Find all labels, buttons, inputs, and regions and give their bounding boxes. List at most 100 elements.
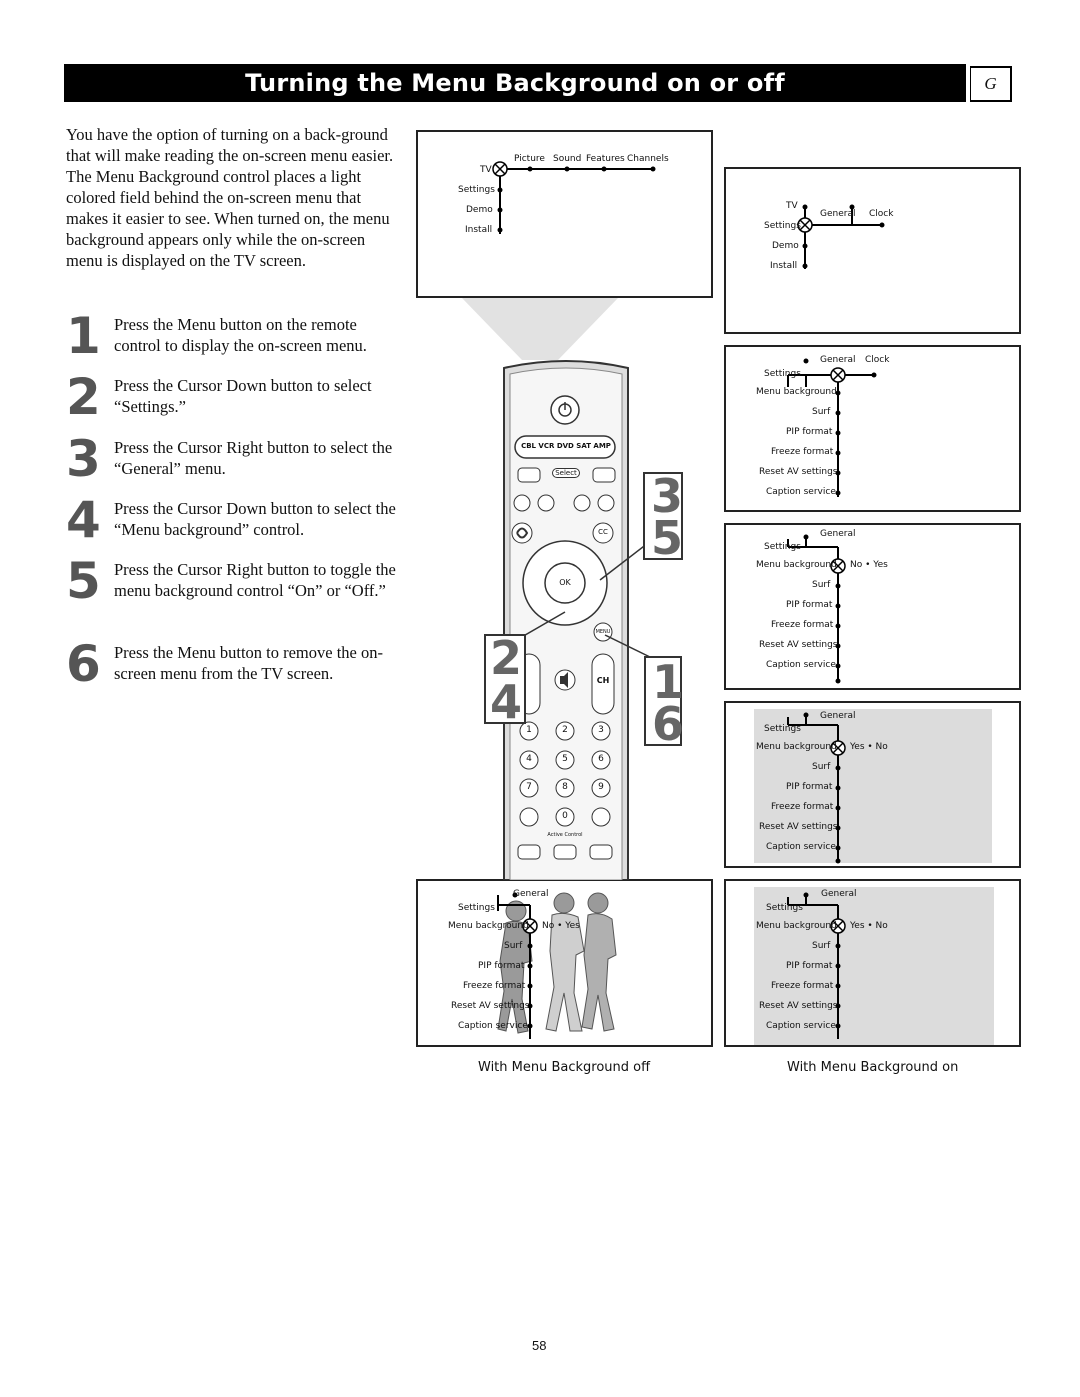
- ok-button[interactable]: OK: [559, 578, 571, 587]
- digit-3-button[interactable]: 3: [598, 725, 604, 735]
- menu-label: General: [820, 355, 856, 365]
- digit-2-button[interactable]: 2: [562, 725, 568, 735]
- projection-wedge: [462, 298, 618, 360]
- digit-6-button[interactable]: 6: [598, 754, 604, 764]
- menu-label: Sound: [553, 154, 582, 164]
- menu-label: Surf: [812, 762, 831, 772]
- menu-label: Reset AV settings: [759, 822, 838, 832]
- toggle-value: Yes • No: [850, 742, 888, 752]
- page-number: 58: [532, 1338, 547, 1353]
- menu-label: General: [820, 529, 856, 539]
- menu-background-field: [754, 709, 992, 863]
- callout-2-4-box: [484, 634, 526, 724]
- menu-label: Menu background: [756, 560, 837, 570]
- callout-1-6-box: [644, 656, 682, 746]
- menu-label: PIP format: [786, 600, 833, 610]
- menu-label: Caption service: [766, 487, 836, 497]
- menu-label: General: [513, 889, 549, 899]
- background-off-example-screen: General Settings Menu background No • Ye…: [416, 879, 713, 1047]
- digit-9-button[interactable]: 9: [598, 782, 604, 792]
- active-control-label: Active Control: [547, 832, 583, 838]
- menu-label: Surf: [812, 407, 831, 417]
- menu-label: PIP format: [786, 782, 833, 792]
- menu-tree-lines: [787, 358, 877, 497]
- menu-tree-lines: [787, 534, 846, 684]
- caption-background-on: With Menu Background on: [787, 1060, 959, 1075]
- digit-0-button[interactable]: 0: [562, 811, 568, 821]
- menu-label: Surf: [812, 580, 831, 590]
- menu-label: Features: [586, 154, 625, 164]
- step-text: Press the Cursor Down button to select “…: [114, 376, 372, 416]
- digit-5-button[interactable]: 5: [562, 754, 568, 764]
- callout-number: 6: [652, 697, 685, 751]
- menu-label: Settings: [764, 724, 801, 734]
- menu-label: Freeze format: [771, 981, 834, 991]
- menu-label: Caption service: [766, 842, 836, 852]
- menu-label: Surf: [504, 941, 523, 951]
- step-number: 1: [66, 307, 101, 365]
- menu-background-on-screen: General Settings Menu background Yes • N…: [724, 701, 1021, 868]
- menu-label: General: [820, 209, 856, 219]
- step-number: 2: [66, 368, 101, 426]
- menu-label: Menu background: [756, 742, 837, 752]
- step-text: Press the Cursor Right button to select …: [114, 438, 393, 478]
- source-buttons[interactable]: CBL VCR DVD SAT AMP: [521, 442, 611, 450]
- menu-label: Channels: [627, 154, 669, 164]
- menu-background-off-screen: General Settings Menu background No • Ye…: [724, 523, 1021, 690]
- step-text: Press the Cursor Right button to toggle …: [114, 560, 396, 600]
- menu-tree-lines: [497, 892, 538, 1039]
- menu-label: PIP format: [786, 427, 833, 437]
- callout-number: 2: [490, 631, 523, 685]
- callout-number: 5: [651, 511, 684, 565]
- menu-label: Settings: [764, 221, 801, 231]
- digit-4-button[interactable]: 4: [526, 754, 532, 764]
- menu-label: Freeze format: [771, 802, 834, 812]
- digit-1-button[interactable]: 1: [526, 725, 532, 735]
- menu-label: Caption service: [458, 1021, 528, 1031]
- channel-rocker-label[interactable]: CH: [596, 676, 610, 685]
- menu-label: Reset AV settings: [759, 1001, 838, 1011]
- intro-paragraph: You have the option of turning on a back…: [66, 125, 394, 270]
- settings-list-screen: General Clock Settings Menu background S…: [724, 345, 1021, 512]
- menu-label: Menu background: [448, 921, 529, 931]
- menu-label: Settings: [458, 185, 495, 195]
- menu-label: Reset AV settings: [451, 1001, 530, 1011]
- menu-label: Menu background: [756, 921, 837, 931]
- menu-label: Caption service: [766, 1021, 836, 1031]
- menu-tree-lines: [787, 892, 846, 1039]
- menu-label: Settings: [764, 369, 801, 379]
- menu-label: Freeze format: [463, 981, 526, 991]
- menu-label: TV: [786, 201, 798, 211]
- toggle-value: Yes • No: [850, 921, 888, 931]
- remote-body: [503, 360, 629, 880]
- menu-label: PIP format: [786, 961, 833, 971]
- callout-number: 1: [652, 655, 685, 709]
- menu-label: Picture: [514, 154, 545, 164]
- menu-label: TV: [480, 165, 492, 175]
- menu-label: Surf: [812, 941, 831, 951]
- menu-label: Menu background: [756, 387, 837, 397]
- remote-control: CBL VCR DVD SAT AMP Select CC OK MENU CH…: [500, 358, 632, 880]
- menu-label: PIP format: [478, 961, 525, 971]
- menu-label: Demo: [466, 205, 493, 215]
- menu-tree-lines: [492, 161, 656, 234]
- section-tab: G: [970, 66, 1012, 102]
- step-text: Press the Cursor Down button to select t…: [114, 499, 396, 539]
- menu-tree-lines: [787, 712, 846, 864]
- digit-7-button[interactable]: 7: [526, 782, 532, 792]
- step-number: 6: [66, 635, 101, 693]
- page-title: Turning the Menu Background on or off: [64, 64, 966, 102]
- menu-label: Install: [770, 261, 798, 271]
- digit-8-button[interactable]: 8: [562, 782, 568, 792]
- menu-label: Install: [465, 225, 493, 235]
- step-text: Press the Menu button on the remote cont…: [114, 315, 367, 355]
- menu-tree-lines: [797, 204, 885, 269]
- cc-button[interactable]: CC: [598, 528, 608, 536]
- select-button[interactable]: Select: [552, 468, 580, 478]
- background-on-example-screen: General Settings Menu background Yes • N…: [724, 879, 1021, 1047]
- menu-label: Reset AV settings: [759, 467, 838, 477]
- menu-button[interactable]: MENU: [595, 629, 611, 635]
- step-number: 5: [66, 552, 101, 610]
- menu-label: Settings: [458, 903, 495, 913]
- menu-label: Caption service: [766, 660, 836, 670]
